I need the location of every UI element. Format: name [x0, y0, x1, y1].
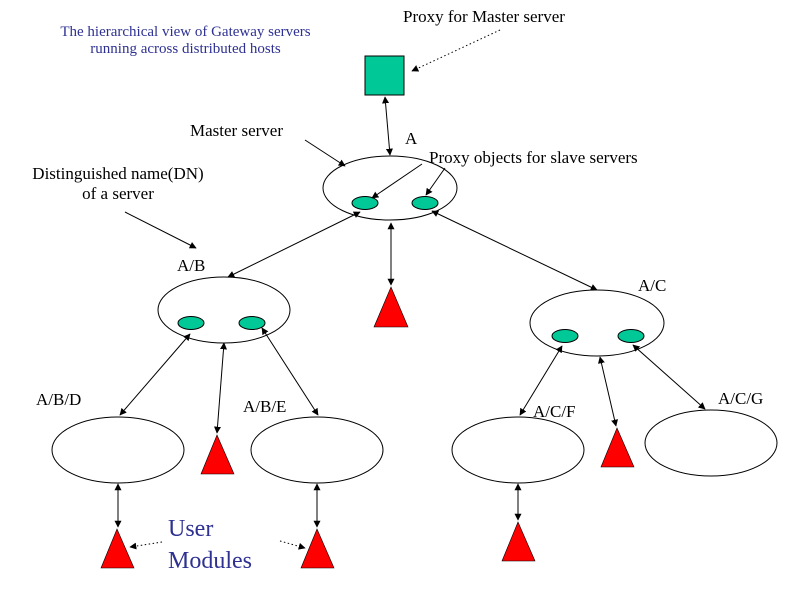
node-label-acg: A/C/G: [718, 389, 764, 408]
module-triangle-ab: [200, 434, 235, 475]
server-abd-ellipse: [51, 416, 185, 484]
server-acg-ellipse: [644, 409, 778, 477]
label-dn-line2: of a server: [82, 183, 154, 203]
arrow-ab-to-abd: [119, 333, 191, 416]
connector-arrows: [114, 96, 706, 528]
node-label-abd: A/B/D: [36, 390, 82, 409]
arrow-ac-to-module: [598, 356, 618, 427]
module-triangle-ac: [600, 427, 635, 468]
arrow-dn-label: [124, 211, 197, 249]
dotted-user-left: [129, 541, 163, 550]
node-label-ab: A/B: [177, 256, 206, 275]
proxy-object-a-right: [411, 196, 439, 210]
module-triangle-abe: [300, 528, 335, 569]
proxy-object-ac-left: [551, 329, 579, 343]
label-user-modules: User Modules: [168, 513, 252, 577]
arrow-ac-to-acf: [519, 345, 563, 416]
node-label-ac: A/C: [638, 276, 667, 295]
proxy-object-ac-right: [617, 329, 645, 343]
label-dn: Distinguished name(DN) of a server: [8, 164, 228, 203]
arrow-a-to-ab: [227, 211, 361, 278]
dotted-proxy-master: [411, 29, 501, 72]
title-line-2: running across distributed hosts: [90, 41, 281, 58]
module-triangle-acf: [501, 521, 536, 562]
server-acf-ellipse: [451, 416, 585, 484]
label-dn-line1: Distinguished name(DN): [32, 164, 204, 183]
dotted-pointers: [129, 29, 501, 550]
label-user-line1: User: [168, 516, 214, 542]
label-proxy-master: Proxy for Master server: [403, 7, 565, 26]
label-proxy-slaves: Proxy objects for slave servers: [429, 148, 638, 167]
dotted-user-right: [279, 540, 306, 550]
arrow-proxy-slave-left: [371, 163, 423, 199]
node-label-a: A: [405, 129, 418, 148]
module-triangle-abd: [100, 528, 135, 569]
module-triangle-a: [373, 286, 409, 328]
arrow-ab-to-abe: [261, 327, 319, 416]
arrow-proxy-to-a: [382, 96, 393, 156]
arrow-a-to-ac: [431, 210, 598, 291]
proxy-object-a-left: [351, 196, 379, 210]
label-user-line2: Modules: [168, 548, 252, 574]
proxy-object-ab-left: [177, 316, 205, 330]
node-label-abe: A/B/E: [243, 397, 287, 416]
arrow-ab-to-module: [213, 342, 228, 434]
arrow-master-server-label: [304, 139, 346, 167]
diagram-title: The hierarchical view of Gateway servers…: [18, 24, 353, 59]
proxy-object-ab-right: [238, 316, 266, 330]
server-ab-ellipse: [157, 276, 291, 344]
server-ac-ellipse: [529, 289, 665, 357]
label-master-server: Master server: [190, 121, 283, 140]
arrow-ac-to-acg: [632, 344, 706, 410]
title-line-1: The hierarchical view of Gateway servers: [60, 24, 311, 40]
arrow-proxy-slave-right: [425, 167, 446, 196]
master-proxy-square: [364, 55, 405, 96]
server-abe-ellipse: [250, 416, 384, 484]
node-label-acf: A/C/F: [533, 402, 576, 421]
